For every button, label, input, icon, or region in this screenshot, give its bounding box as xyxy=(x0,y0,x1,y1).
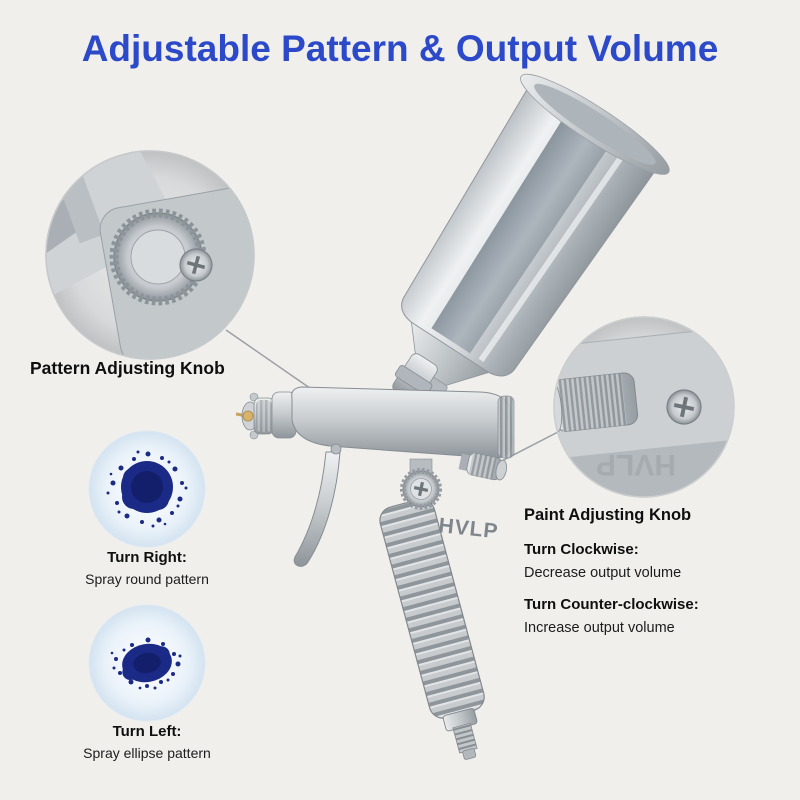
spray-gun: HVLP xyxy=(235,73,670,760)
page-title: Adjustable Pattern & Output Volume xyxy=(81,28,719,69)
trigger xyxy=(293,443,342,567)
paint-adjusting-knob xyxy=(458,452,507,481)
embossed-brand-text: HVLP xyxy=(596,448,676,481)
turn-clockwise-desc: Decrease output volume xyxy=(524,565,682,581)
turn-clockwise-heading: Turn Clockwise: xyxy=(524,541,639,558)
turn-right-desc: Spray round pattern xyxy=(85,571,209,587)
turn-right-caption: Turn Right: Spray round pattern xyxy=(52,549,242,587)
turn-counter-clockwise-heading: Turn Counter-clockwise: xyxy=(524,596,699,613)
turn-left-heading: Turn Left: xyxy=(112,723,182,740)
turn-counter-clockwise-desc: Increase output volume xyxy=(524,620,675,636)
rear-cap xyxy=(497,395,515,459)
pattern-knob-label: Pattern Adjusting Knob xyxy=(30,358,225,378)
paint-knob-info: Paint Adjusting Knob Turn Clockwise: Dec… xyxy=(524,506,699,651)
turn-left-desc: Spray ellipse pattern xyxy=(83,745,211,761)
phillips-screw-icon xyxy=(413,481,429,497)
pattern-knob-zoom-circle xyxy=(45,150,255,360)
round-spray-pattern xyxy=(88,430,206,548)
turn-right-heading: Turn Right: xyxy=(107,549,187,566)
gun-body xyxy=(291,386,513,459)
ellipse-spray-pattern xyxy=(88,604,206,722)
air-inlet-fitting xyxy=(442,708,478,760)
brand-text: HVLP xyxy=(437,514,499,543)
nozzle-assembly xyxy=(235,391,297,440)
paint-knob-label: Paint Adjusting Knob xyxy=(524,506,692,524)
phillips-screw-icon xyxy=(666,389,702,425)
fluid-adjusting-knob xyxy=(400,458,442,510)
zoomed-paint-knob xyxy=(554,372,639,433)
paint-knob-zoom-circle: HVLP xyxy=(553,316,735,498)
turn-left-caption: Turn Left: Spray ellipse pattern xyxy=(52,723,242,761)
fluid-tip xyxy=(242,410,254,422)
phillips-screw-icon xyxy=(179,248,213,282)
